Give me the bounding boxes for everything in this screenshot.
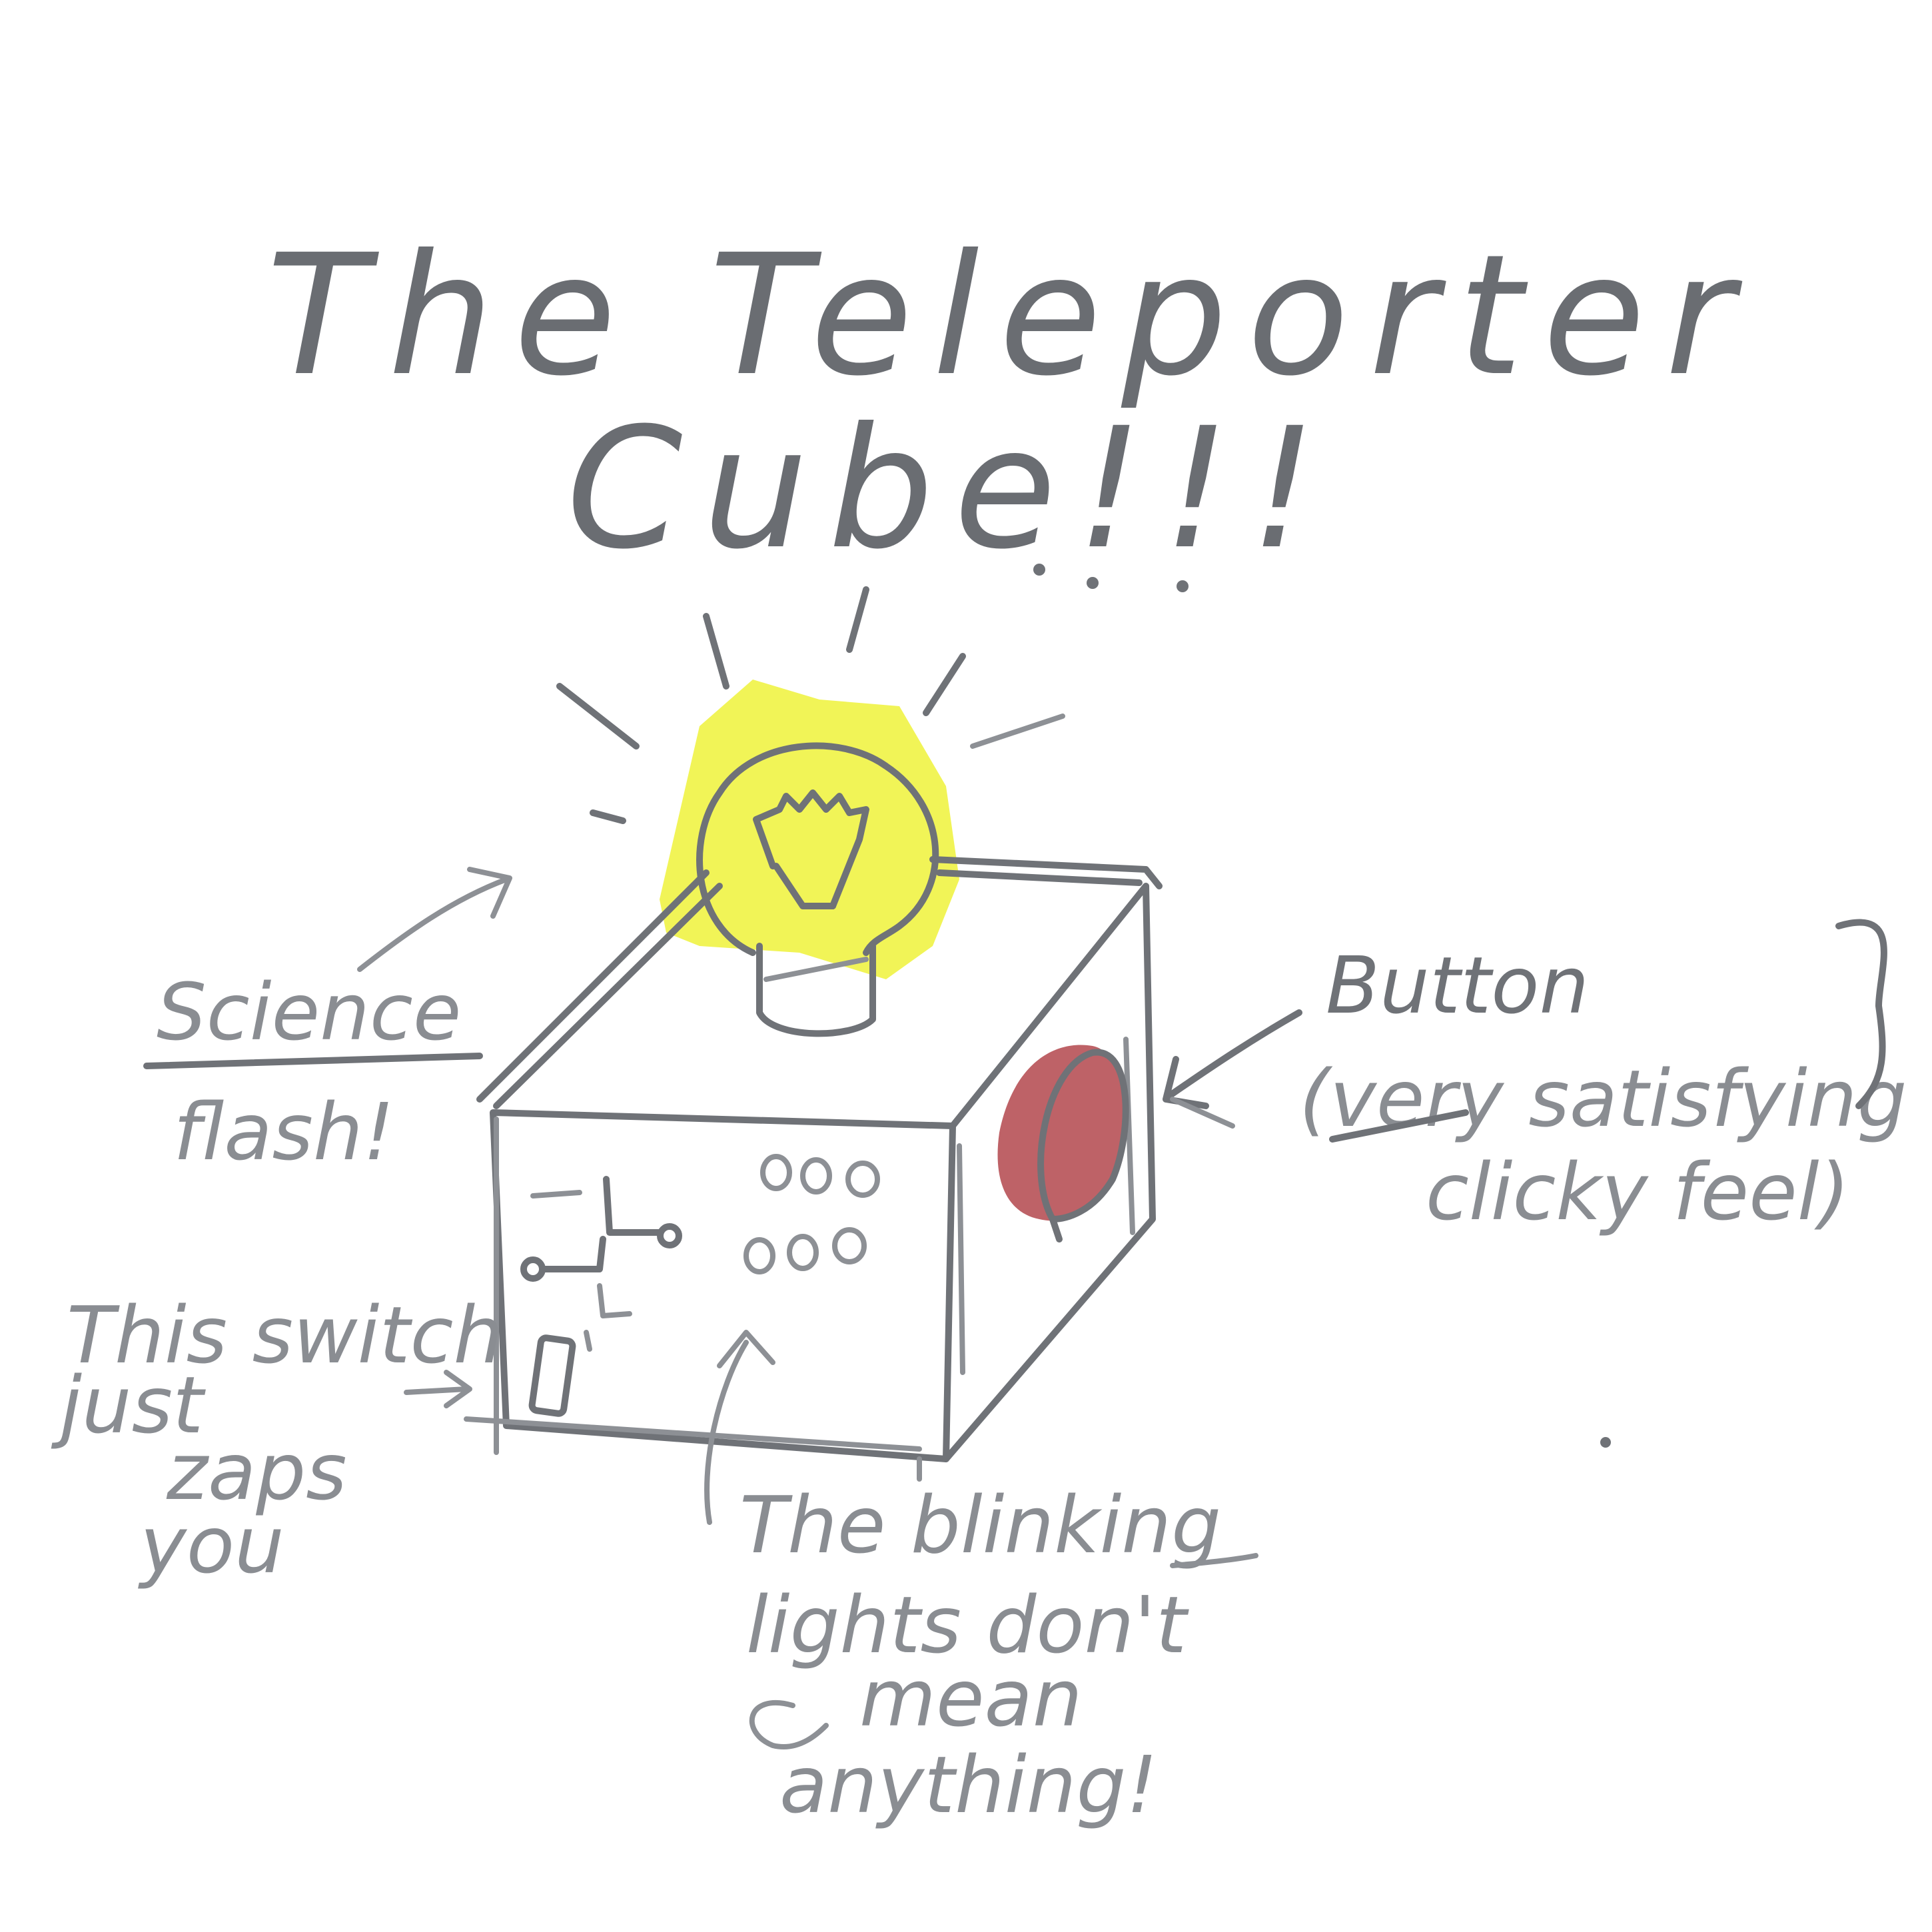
label-lights-4: anything! [779,1739,1158,1831]
label-lights-2: lights don't [746,1579,1189,1671]
lightbulb-icon [696,742,939,1037]
arrow-switch [404,1370,472,1408]
light-rays [556,586,1065,824]
cube [464,856,1163,1482]
title-line-1: The Teleporter [266,219,1753,412]
label-button-desc-1: (very satisfying [1299,1053,1907,1145]
label-switch-1: This switch [67,1289,503,1381]
arrow-science-flash [357,867,512,972]
label-science: Science [157,966,461,1058]
label-switch-3: zaps [166,1426,347,1518]
label-lights-1: The blinking [739,1479,1221,1571]
blinking-lights [743,1154,880,1274]
label-flash: flash! [173,1086,394,1178]
button-paren [1835,919,1887,1109]
label-switch-4: you [138,1499,284,1591]
arrow-button [1163,1009,1302,1129]
very-underline [1329,1109,1469,1143]
stray-dot [1600,1437,1611,1448]
science-underline [143,1053,483,1069]
label-button: Button [1326,939,1589,1031]
label-lights-3: mean [859,1652,1083,1744]
red-button-icon [997,1045,1129,1242]
lights-squiggle [1170,1553,1258,1568]
arrow-lights [704,1330,775,1525]
label-button-desc-2: clicky feel) [1426,1146,1850,1238]
exclamation-dots [1033,564,1189,592]
label-switch-2: just [51,1359,206,1451]
lightbulb-glow [660,680,959,979]
front-controls [520,1176,682,1318]
title-line-2: Cube!!! [566,392,1336,586]
toggle-switch-icon [528,1330,592,1417]
lights-loop [749,1699,829,1749]
